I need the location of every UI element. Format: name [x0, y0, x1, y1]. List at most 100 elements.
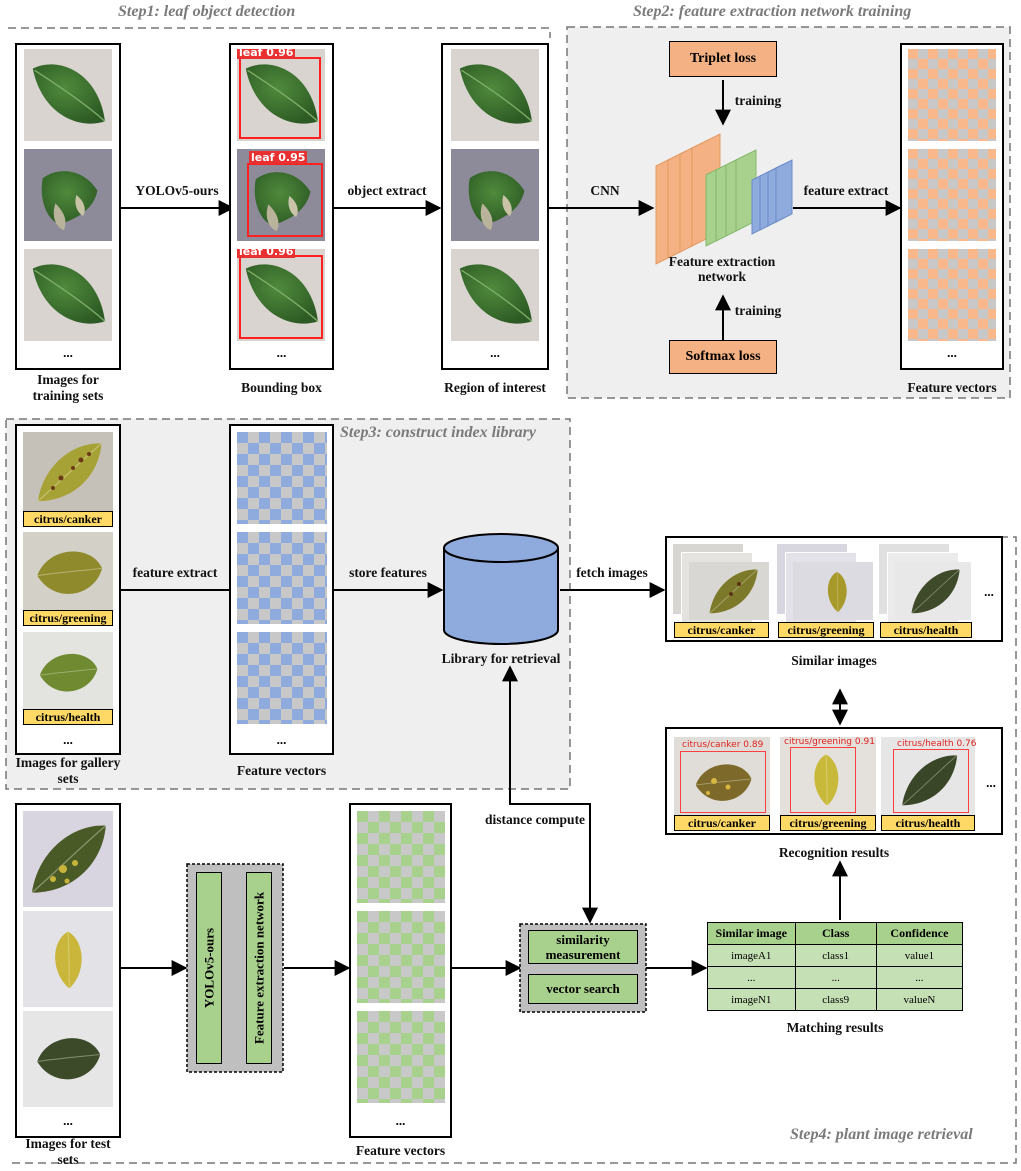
training-image-2 [24, 149, 112, 241]
similar-images-box: citrus/canker citrus/greening citrus/hea… [665, 536, 1003, 642]
recog-detection-label: citrus/canker 0.89 [682, 740, 764, 750]
vector-search-box: vector search [528, 974, 638, 1004]
feature-extract-label: feature extract [132, 565, 218, 580]
step1-title: Step1: leaf object detection [118, 3, 296, 20]
library-cylinder [443, 533, 559, 645]
feature-network-layers [655, 133, 793, 265]
feature-vectors-label: Feature vectors [355, 1143, 446, 1158]
similar-images-label: Similar images [791, 653, 877, 668]
table-cell: value1 [875, 944, 964, 967]
roi-column: ... [441, 43, 549, 370]
similar-image-greening [793, 562, 873, 620]
feature-vector-2 [357, 911, 445, 1003]
test-image-1 [23, 811, 113, 907]
table-cell: ... [875, 966, 964, 989]
ellipsis: ... [63, 732, 73, 747]
step4-frame [8, 536, 1017, 1164]
bbox-image-3: leaf 0.96 [237, 249, 325, 341]
bbox-image-1: leaf 0.96 [237, 49, 325, 141]
similar-tag-health: citrus/health [880, 622, 972, 638]
table-row: ... ... ... [707, 966, 964, 989]
recognition-box: citrus/canker 0.89 citrus/canker citrus/… [665, 727, 1003, 835]
detection-label: leaf 0.96 [237, 49, 296, 59]
feature-vectors-label: Feature vectors [236, 763, 327, 778]
recog-detection-label: citrus/health 0.76 [897, 739, 977, 749]
training-label-top: training [734, 93, 782, 108]
gallery-tag-canker: citrus/canker [23, 511, 113, 527]
table-header: Confidence [875, 922, 964, 945]
similar-image-health [895, 562, 971, 620]
detection-label: leaf 0.96 [237, 249, 296, 258]
table-row: imageA1 class1 value1 [707, 944, 964, 967]
test-sets-label: Images for test sets [25, 1136, 111, 1167]
gallery-tag-health: citrus/health [23, 709, 113, 725]
recog-detection-box [790, 747, 856, 813]
gallery-column: citrus/canker citrus/greening citrus/hea… [15, 424, 121, 755]
feature-vector-2 [237, 532, 327, 624]
test-image-2 [23, 911, 113, 1007]
detection-label: leaf 0.95 [249, 151, 308, 164]
test-images-column: ... [15, 803, 121, 1138]
recognition-label: Recognition results [778, 845, 890, 860]
recog-tag-canker: citrus/canker [674, 815, 770, 831]
roi-label: Region of interest [444, 380, 546, 395]
bounding-box-column: leaf 0.96 leaf 0.95 leaf 0.96 ... [229, 43, 334, 370]
feature-vector-1 [357, 811, 445, 903]
library-label: Library for retrieval [441, 651, 561, 666]
step2-title: Step2: feature extraction network traini… [633, 3, 912, 20]
table-cell: valueN [875, 988, 964, 1011]
similar-tag-greening: citrus/greening [778, 622, 874, 638]
detection-box [247, 163, 323, 237]
roi-image-1 [451, 49, 539, 141]
recog-image-canker: citrus/canker 0.89 [674, 737, 770, 815]
gallery-tag-greening: citrus/greening [23, 610, 113, 626]
step4-title: Step4: plant image retrieval [790, 1126, 973, 1143]
ellipsis: ... [63, 345, 73, 360]
table-cell: class9 [794, 988, 877, 1011]
ellipsis: ... [395, 1113, 406, 1128]
feature-vector-3 [237, 632, 327, 724]
similarity-measurement-box: similarity measurement [528, 930, 638, 964]
table-cell: imageN1 [707, 988, 796, 1011]
matching-results-table: Similar image Class Confidence imageA1 c… [707, 922, 964, 1011]
blue-vectors-column: ... [229, 424, 334, 755]
roi-image-2 [451, 149, 539, 241]
network-label: Feature extraction network [668, 254, 776, 284]
table-cell: class1 [794, 944, 877, 967]
yolo-box-text: YOLOv5-ours [201, 927, 217, 1009]
table-header: Similar image [707, 922, 796, 945]
feature-vector-1 [237, 432, 327, 524]
store-features-label: store features [349, 565, 427, 580]
softmax-loss-box: Softmax loss [669, 340, 777, 374]
gallery-sets-label: Images for gallery sets [15, 755, 121, 786]
table-row: imageN1 class9 valueN [707, 988, 964, 1011]
object-extract-label: object extract [347, 183, 427, 198]
training-sets-label: Images for training sets [32, 372, 104, 403]
arrow-distance-similarity [509, 800, 598, 924]
feature-vector-1 [908, 49, 996, 141]
green-vectors-column: ... [349, 803, 452, 1138]
feature-extract-label: feature extract [803, 183, 889, 198]
feature-vectors-label: Feature vectors [907, 380, 997, 395]
recog-tag-greening: citrus/greening [780, 815, 876, 831]
ellipsis: ... [276, 732, 287, 747]
recog-image-greening: citrus/greening 0.91 [780, 737, 876, 815]
feature-vector-3 [357, 1011, 445, 1103]
similar-image-canker [689, 562, 769, 620]
table-cell: imageA1 [707, 944, 796, 967]
yolo-box: YOLOv5-ours [196, 872, 222, 1064]
step3-title: Step3: construct index library [340, 424, 537, 441]
ellipsis: ... [984, 584, 994, 599]
orange-vectors-column: ... [900, 43, 1004, 370]
bbox-image-2: leaf 0.95 [237, 149, 325, 241]
training-images-column: ... [15, 43, 121, 370]
table-cell: ... [707, 966, 796, 989]
training-image-3 [24, 249, 112, 341]
fetch-images-label: fetch images [576, 565, 648, 580]
recog-tag-health: citrus/health [881, 815, 975, 831]
matching-results-label: Matching results [786, 1020, 884, 1035]
training-label-bottom: training [734, 303, 782, 318]
triplet-loss-box: Triplet loss [669, 41, 777, 77]
roi-image-3 [451, 249, 539, 341]
